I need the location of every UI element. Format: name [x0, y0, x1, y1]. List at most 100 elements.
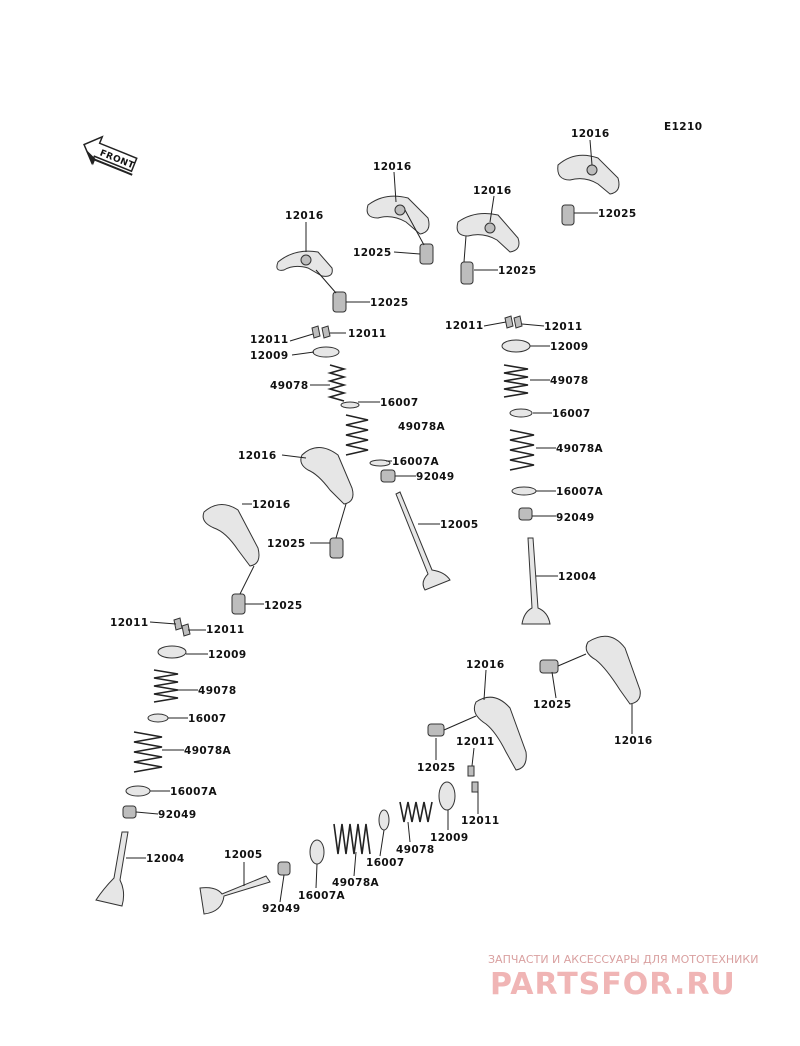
part-label-92049: 92049 — [556, 512, 595, 524]
part-label-12009: 12009 — [550, 341, 589, 353]
part-label-12004: 12004 — [146, 853, 185, 865]
diagram-code: E1210 — [664, 121, 702, 133]
spring-seat-2 — [369, 459, 391, 467]
part-label-16007A: 16007A — [298, 890, 346, 902]
spring-seat-6 — [125, 785, 151, 797]
adjuster-top-3 — [460, 261, 474, 285]
part-label-12011: 12011 — [445, 320, 484, 332]
retainer-1 — [312, 346, 340, 358]
adjuster-top-1 — [332, 291, 347, 313]
part-label-12025: 12025 — [267, 538, 306, 550]
spring-seat-4 — [511, 486, 537, 496]
rocker-arm-bottom-2 — [473, 696, 527, 771]
part-label-49078A: 49078A — [332, 877, 380, 889]
part-label-12011: 12011 — [110, 617, 149, 629]
part-label-12011: 12011 — [461, 815, 500, 827]
spring-inner-2 — [503, 364, 529, 398]
spring-seat-5 — [147, 713, 169, 723]
part-label-12025: 12025 — [264, 600, 303, 612]
intake-valve-2 — [199, 875, 271, 915]
retainer-3 — [157, 645, 187, 659]
spring-inner-1 — [327, 364, 347, 402]
exhaust-valve-1 — [521, 537, 551, 625]
part-label-92049: 92049 — [416, 471, 455, 483]
adjuster-mid-2 — [231, 593, 246, 615]
part-label-12009: 12009 — [430, 832, 469, 844]
stem-seal-4 — [277, 861, 291, 876]
part-label-12011: 12011 — [250, 334, 289, 346]
front-arrow-icon: FRONT — [83, 135, 138, 176]
part-label-12009: 12009 — [250, 350, 289, 362]
part-label-16007: 16007 — [380, 397, 419, 409]
part-label-16007A: 16007A — [556, 486, 604, 498]
retainer-4 — [438, 781, 456, 811]
adjuster-bottom-1 — [539, 659, 559, 674]
keeper-6 — [181, 623, 191, 637]
part-label-16007A: 16007A — [392, 456, 440, 468]
spring-outer-3 — [133, 731, 163, 773]
watermark-logo: PARTSFOR.RU — [490, 967, 736, 1002]
stem-seal-1 — [380, 469, 396, 483]
part-label-12005: 12005 — [224, 849, 263, 861]
exhaust-valve-2 — [95, 831, 129, 907]
part-label-12011: 12011 — [456, 736, 495, 748]
part-label-12016: 12016 — [238, 450, 277, 462]
part-label-92049: 92049 — [262, 903, 301, 915]
part-label-49078: 49078 — [396, 844, 435, 856]
part-label-12025: 12025 — [370, 297, 409, 309]
part-label-12025: 12025 — [533, 699, 572, 711]
part-label-49078A: 49078A — [556, 443, 604, 455]
part-label-12025: 12025 — [598, 208, 637, 220]
part-label-49078: 49078 — [198, 685, 237, 697]
rocker-arm-top-right — [557, 154, 620, 195]
spring-seat-1 — [340, 401, 360, 409]
adjuster-mid-1 — [329, 537, 344, 559]
keeper-1 — [311, 325, 321, 339]
part-label-49078: 49078 — [270, 380, 309, 392]
rocker-arm-mid-2 — [202, 504, 260, 567]
part-label-12009: 12009 — [208, 649, 247, 661]
part-label-12025: 12025 — [498, 265, 537, 277]
part-label-12016: 12016 — [285, 210, 324, 222]
keeper-3 — [504, 315, 514, 329]
spring-outer-4 — [333, 823, 371, 855]
rocker-arm-top-3 — [456, 213, 520, 253]
spring-seat-3 — [509, 408, 533, 418]
part-label-16007: 16007 — [552, 408, 591, 420]
keeper-2 — [321, 325, 331, 339]
part-label-12016: 12016 — [252, 499, 291, 511]
part-label-12005: 12005 — [440, 519, 479, 531]
part-label-12016: 12016 — [466, 659, 505, 671]
part-label-12011: 12011 — [544, 321, 583, 333]
spring-seat-7 — [378, 809, 390, 831]
spring-seat-8 — [309, 839, 325, 865]
part-label-16007: 16007 — [188, 713, 227, 725]
spring-outer-1 — [345, 414, 369, 456]
part-label-12016: 12016 — [373, 161, 412, 173]
adjuster-top-right — [561, 204, 575, 226]
keeper-8 — [471, 781, 479, 793]
stem-seal-2 — [518, 507, 533, 521]
part-label-12016: 12016 — [614, 735, 653, 747]
spring-inner-3 — [153, 669, 179, 703]
keeper-7 — [467, 765, 475, 777]
part-label-16007: 16007 — [366, 857, 405, 869]
keeper-4 — [513, 315, 523, 329]
rocker-arm-top-2 — [366, 195, 430, 235]
rocker-arm-top-1 — [276, 250, 333, 277]
adjuster-top-2 — [419, 243, 434, 265]
part-label-12025: 12025 — [417, 762, 456, 774]
intake-valve-1 — [395, 491, 451, 591]
spring-outer-2 — [509, 429, 535, 471]
part-label-12016: 12016 — [473, 185, 512, 197]
part-label-49078A: 49078A — [184, 745, 232, 757]
rocker-arm-bottom-1 — [585, 635, 641, 705]
part-label-16007A: 16007A — [170, 786, 218, 798]
rocker-arm-mid-1 — [300, 447, 354, 505]
part-label-12016: 12016 — [571, 128, 610, 140]
adjuster-bottom-2 — [427, 723, 445, 737]
part-label-12011: 12011 — [206, 624, 245, 636]
part-label-49078A: 49078A — [398, 421, 446, 433]
part-label-12025: 12025 — [353, 247, 392, 259]
